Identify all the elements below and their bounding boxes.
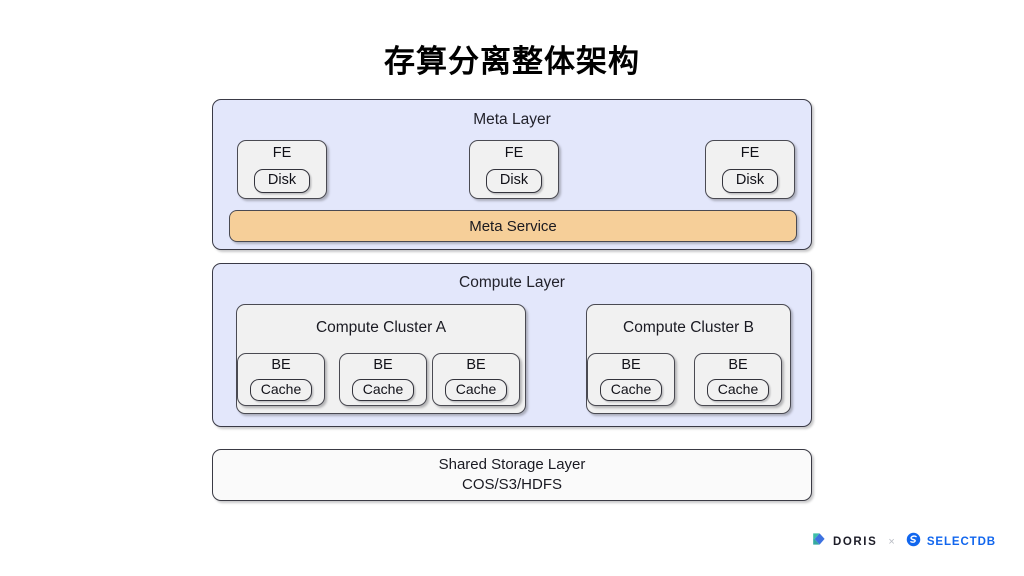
storage-layer-title: Shared Storage Layer: [438, 455, 586, 473]
compute-cluster-b: Compute Cluster B BE Cache BE Cache: [586, 304, 791, 414]
compute-cluster-a-title: Compute Cluster A: [315, 319, 447, 336]
doris-wordmark: DORIS: [832, 535, 878, 548]
meta-service-bar: Meta Service: [229, 210, 797, 242]
be-node: BE Cache: [694, 353, 782, 406]
fe-node-title: FE: [740, 145, 760, 162]
be-node: BE Cache: [432, 353, 520, 406]
meta-layer-panel: Meta Layer FE Disk FE Disk FE Disk Meta …: [212, 99, 812, 250]
fe-node: FE Disk: [705, 140, 795, 199]
doris-logo: DORIS: [811, 531, 877, 552]
be-node-title: BE: [373, 357, 393, 374]
be-node-title: BE: [271, 357, 291, 374]
selectdb-logo: SELECTDB: [906, 532, 996, 552]
be-cache-pill: Cache: [444, 378, 508, 401]
selectdb-wordmark: SELECTDB: [926, 535, 996, 548]
be-node: BE Cache: [339, 353, 427, 406]
be-cache-pill: Cache: [706, 378, 770, 401]
footer-logos: DORIS × SELECTDB: [811, 531, 996, 552]
shared-storage-layer-panel: Shared Storage Layer COS/S3/HDFS: [212, 449, 812, 501]
fe-node-title: FE: [504, 145, 524, 162]
compute-cluster-b-title: Compute Cluster B: [623, 319, 754, 336]
logo-separator-icon: ×: [888, 535, 895, 548]
fe-disk-pill: Disk: [721, 168, 779, 193]
compute-layer-panel: Compute Layer Compute Cluster A BE Cache…: [212, 263, 812, 427]
be-cache-pill: Cache: [351, 378, 415, 401]
be-cache-pill: Cache: [249, 378, 313, 401]
be-node-title: BE: [728, 357, 748, 374]
be-node-title: BE: [621, 357, 641, 374]
page-title: 存算分离整体架构: [384, 44, 640, 79]
fe-node: FE Disk: [237, 140, 327, 199]
storage-layer-subtitle: COS/S3/HDFS: [461, 476, 563, 493]
fe-node: FE Disk: [469, 140, 559, 199]
fe-node-title: FE: [272, 145, 292, 162]
fe-disk-pill: Disk: [485, 168, 543, 193]
fe-disk-pill: Disk: [253, 168, 311, 193]
doris-mark-icon: [811, 531, 827, 552]
be-node: BE Cache: [587, 353, 675, 406]
be-node-title: BE: [466, 357, 486, 374]
be-cache-pill: Cache: [599, 378, 663, 401]
compute-layer-label: Compute Layer: [459, 274, 565, 291]
meta-layer-label: Meta Layer: [473, 111, 551, 128]
compute-cluster-a: Compute Cluster A BE Cache BE Cache BE C…: [236, 304, 526, 414]
selectdb-mark-icon: [906, 532, 921, 552]
be-node: BE Cache: [237, 353, 325, 406]
